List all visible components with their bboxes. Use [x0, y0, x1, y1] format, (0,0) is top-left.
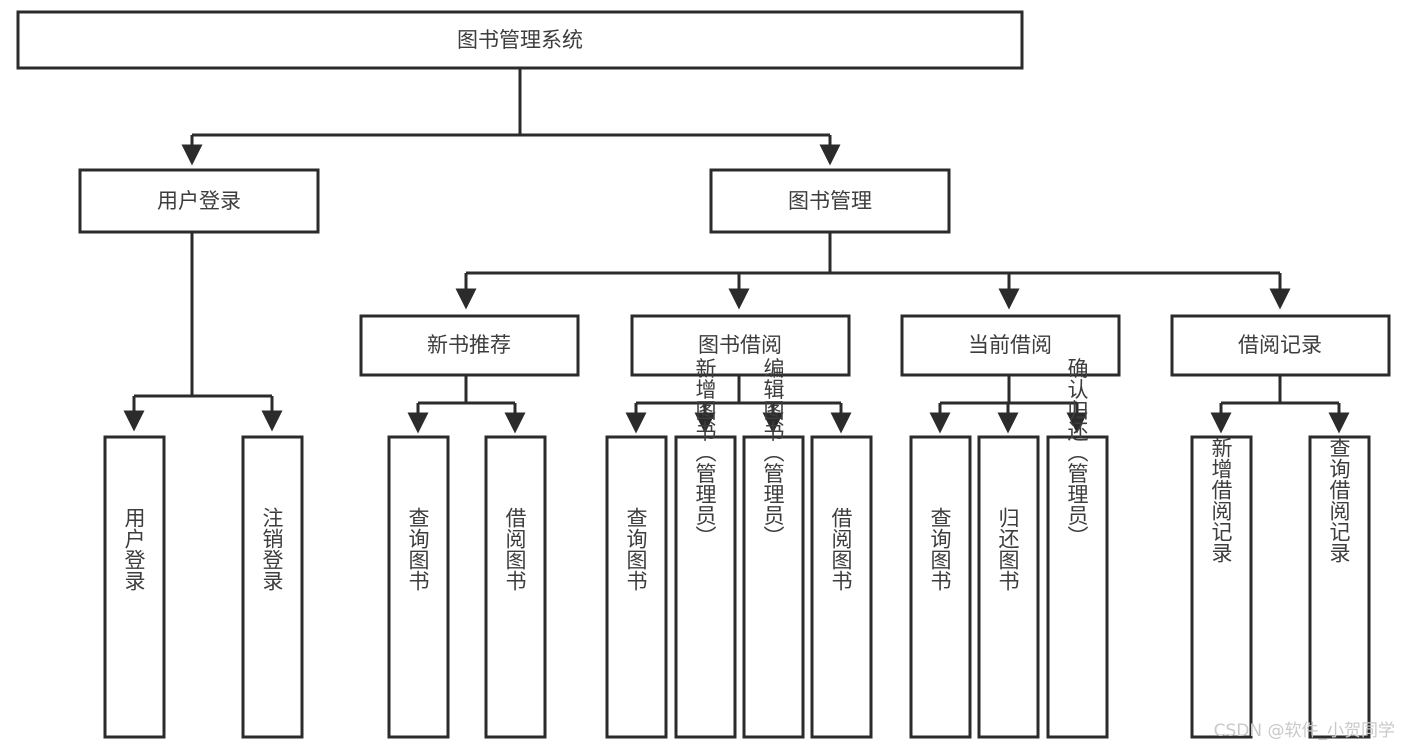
- node-book-borrow-box[interactable]: [630, 314, 851, 377]
- node-current-borrow-box[interactable]: [900, 314, 1121, 377]
- leaf-node-query-record[interactable]: 查询借阅记录: [1308, 435, 1371, 739]
- leaf-query-book-1-box[interactable]: [387, 435, 450, 739]
- node-book-manage-box[interactable]: [709, 168, 951, 234]
- node-new-book-rec-label: 新书推荐: [427, 333, 511, 357]
- node-user-login-box[interactable]: [78, 168, 320, 234]
- leaf-query-book-2-label: 查询图书: [624, 507, 648, 591]
- node-user-login[interactable]: 用户登录: [78, 168, 320, 234]
- node-root[interactable]: 图书管理系统: [16, 10, 1024, 70]
- leaf-return-book-label: 归还图书: [996, 507, 1020, 591]
- leaf-node-user-login[interactable]: 用户登录: [103, 435, 166, 739]
- leaf-borrow-book-1-label: 借阅图书: [503, 507, 527, 591]
- leaf-user-logout-label: 注销登录: [260, 507, 284, 591]
- node-borrow-record-box[interactable]: [1170, 314, 1391, 377]
- node-current-borrow-label: 当前借阅: [968, 333, 1052, 357]
- leaf-borrow-book-2-box[interactable]: [810, 435, 873, 739]
- node-book-borrow[interactable]: 图书借阅: [630, 314, 851, 377]
- connector-group-root: [181, 68, 841, 166]
- leaf-node-edit-book[interactable]: 编辑图书（管理员）: [742, 358, 805, 739]
- node-root-box[interactable]: [16, 10, 1024, 70]
- connector-group-new-book-rec: [407, 375, 526, 434]
- connector-group-borrow-record: [1210, 375, 1350, 434]
- leaf-user-login-label: 用户登录: [122, 507, 146, 591]
- leaf-borrow-book-2-label: 借阅图书: [829, 507, 853, 591]
- node-borrow-record[interactable]: 借阅记录: [1170, 314, 1391, 377]
- leaf-node-query-book-1[interactable]: 查询图书: [387, 435, 450, 739]
- leaf-edit-book-label: 编辑图书（管理员）: [761, 358, 785, 547]
- node-root-label: 图书管理系统: [457, 28, 583, 52]
- leaf-node-confirm-return[interactable]: 确认归还（管理员）: [1046, 358, 1109, 739]
- leaf-user-login-box[interactable]: [103, 435, 166, 739]
- leaf-borrow-book-1-box[interactable]: [484, 435, 547, 739]
- node-user-login-label: 用户登录: [157, 189, 241, 213]
- leaf-query-record-box[interactable]: [1308, 435, 1371, 739]
- leaf-node-borrow-book-2[interactable]: 借阅图书: [810, 435, 873, 739]
- leaf-query-book-2-box[interactable]: [605, 435, 668, 739]
- leaf-confirm-return-box[interactable]: [1046, 435, 1109, 739]
- leaf-query-book-3-box[interactable]: [909, 435, 972, 739]
- leaf-query-book-1-label: 查询图书: [406, 507, 430, 591]
- node-current-borrow[interactable]: 当前借阅: [900, 314, 1121, 377]
- node-book-borrow-label: 图书借阅: [698, 333, 782, 357]
- leaf-query-book-3-label: 查询图书: [928, 507, 952, 591]
- leaf-user-logout-box[interactable]: [241, 435, 304, 739]
- leaf-node-query-book-3[interactable]: 查询图书: [909, 435, 972, 739]
- leaf-query-record-label: 查询借阅记录: [1327, 437, 1351, 563]
- leaf-node-return-book[interactable]: 归还图书: [977, 435, 1040, 739]
- leaf-add-record-label: 新增借阅记录: [1209, 437, 1233, 563]
- connector-group-current-borrow: [929, 375, 1088, 434]
- leaf-node-user-logout[interactable]: 注销登录: [241, 435, 304, 739]
- leaf-add-book-box[interactable]: [674, 435, 737, 739]
- leaf-edit-book-box[interactable]: [742, 435, 805, 739]
- connector-group-book-manage: [455, 232, 1291, 310]
- leaf-return-book-box[interactable]: [977, 435, 1040, 739]
- leaf-confirm-return-label: 确认归还（管理员）: [1065, 358, 1089, 547]
- node-borrow-record-label: 借阅记录: [1238, 333, 1322, 357]
- connector-group-user-login: [123, 232, 283, 432]
- node-book-manage-label: 图书管理: [788, 189, 872, 213]
- node-book-manage[interactable]: 图书管理: [709, 168, 951, 234]
- leaf-node-query-book-2[interactable]: 查询图书: [605, 435, 668, 739]
- leaf-add-book-label: 新增图书（管理员）: [693, 358, 717, 547]
- node-new-book-rec[interactable]: 新书推荐: [359, 314, 580, 377]
- leaf-add-record-box[interactable]: [1190, 435, 1253, 739]
- leaf-node-borrow-book-1[interactable]: 借阅图书: [484, 435, 547, 739]
- leaf-node-add-record[interactable]: 新增借阅记录: [1190, 435, 1253, 739]
- leaf-node-add-book[interactable]: 新增图书（管理员）: [674, 358, 737, 739]
- connector-group-book-borrow: [625, 375, 852, 434]
- node-new-book-rec-box[interactable]: [359, 314, 580, 377]
